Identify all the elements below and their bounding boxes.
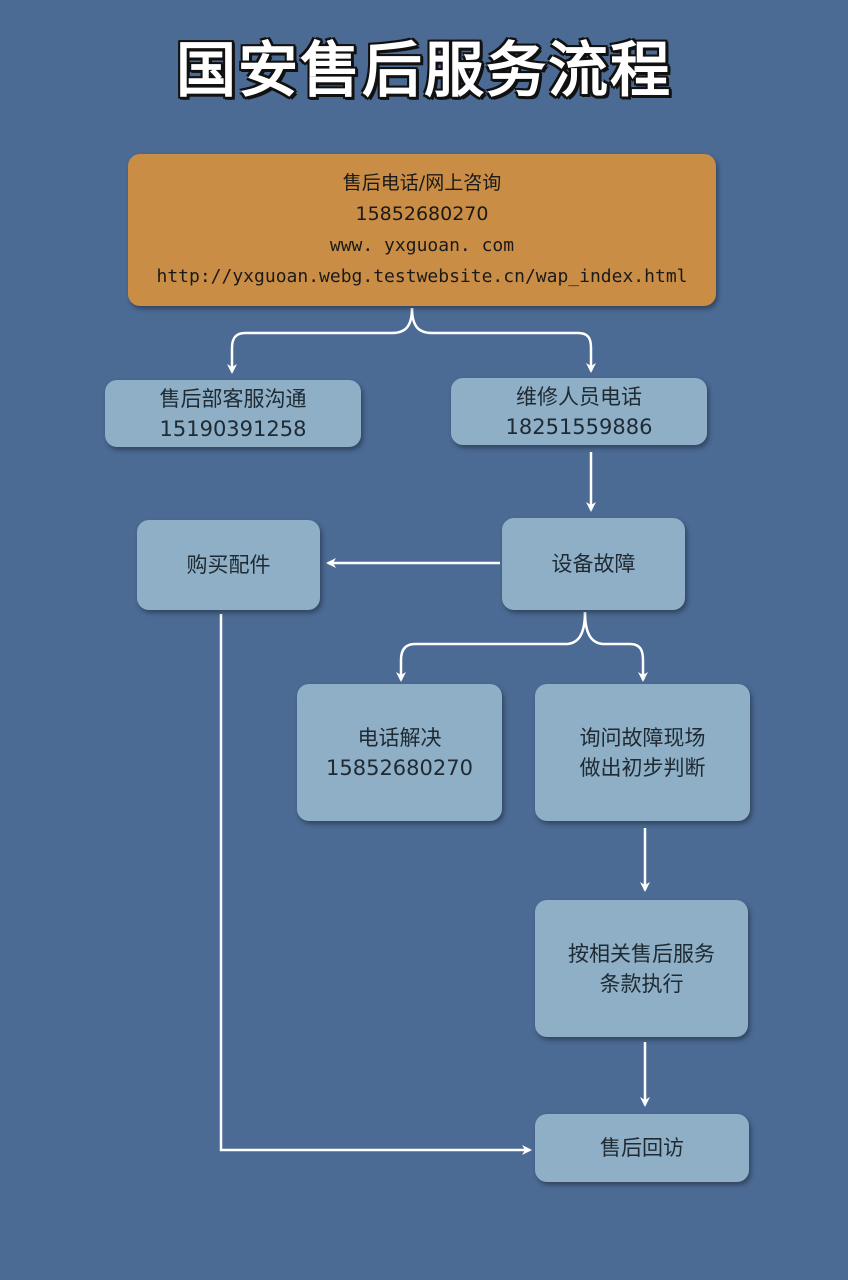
phone-solve-phone: 15852680270 xyxy=(326,755,473,780)
execute-terms-line2: 条款执行 xyxy=(599,971,684,996)
arrow-fault-to-phone-solve xyxy=(396,611,587,682)
repair-staff-phone: 18251559886 xyxy=(505,414,653,439)
page-title: 国安售后服务流程 xyxy=(176,36,672,106)
consult-box: 售后电话/网上咨询 15852680270 www. yxguoan. com … xyxy=(128,154,716,306)
execute-terms-box: 按相关售后服务 条款执行 xyxy=(535,900,748,1037)
customer-service-phone: 15190391258 xyxy=(159,416,307,441)
onsite-inquiry-box: 询问故障现场 做出初步判断 xyxy=(535,684,750,821)
onsite-inquiry-line1: 询问故障现场 xyxy=(579,725,706,750)
customer-service-box: 售后部客服沟通 15190391258 xyxy=(105,380,361,447)
buy-parts-box: 购买配件 xyxy=(137,520,320,610)
arrow-buyparts-to-followup xyxy=(219,614,532,1155)
consult-label: 售后电话/网上咨询 xyxy=(342,172,502,194)
execute-terms-line1: 按相关售后服务 xyxy=(568,941,715,966)
follow-up-box: 售后回访 xyxy=(535,1114,749,1182)
repair-staff-label: 维修人员电话 xyxy=(516,384,642,409)
buy-parts-label: 购买配件 xyxy=(186,553,271,577)
equipment-fault-label: 设备故障 xyxy=(551,552,636,576)
arrow-fault-to-onsite xyxy=(583,611,648,682)
repair-staff-box: 维修人员电话 18251559886 xyxy=(451,378,707,445)
follow-up-label: 售后回访 xyxy=(600,1136,684,1160)
consult-url: http://yxguoan.webg.testwebsite.cn/wap_i… xyxy=(156,266,688,287)
phone-solve-box: 电话解决 15852680270 xyxy=(297,684,502,821)
equipment-fault-box: 设备故障 xyxy=(502,518,685,610)
arrow-consult-to-repair-staff xyxy=(410,307,596,373)
arrow-consult-to-customer-service xyxy=(227,307,414,374)
consult-website: www. yxguoan. com xyxy=(329,235,515,256)
customer-service-label: 售后部客服沟通 xyxy=(159,386,307,411)
onsite-inquiry-line2: 做出初步判断 xyxy=(579,755,706,780)
phone-solve-label: 电话解决 xyxy=(357,725,442,750)
consult-phone: 15852680270 xyxy=(355,203,489,225)
